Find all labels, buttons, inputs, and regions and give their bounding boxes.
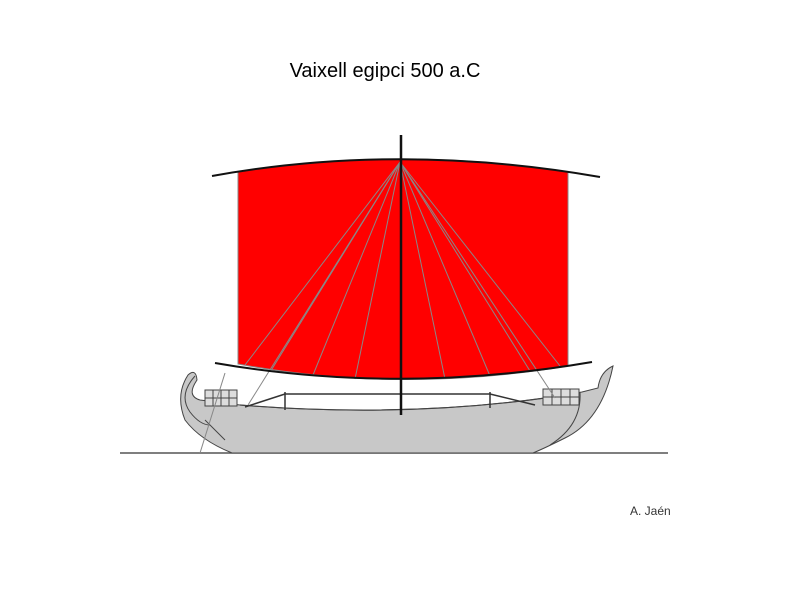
stern-inner-line [204,419,226,441]
stern-cabin [204,389,238,407]
author-credit: A. Jaén [630,504,671,518]
bow-cabin [542,388,580,406]
upper-yard [211,158,601,178]
railing [244,392,536,410]
diagram-title: Vaixell egipci 500 a.C [289,60,481,82]
bow-inner-line [549,391,581,446]
stern-curl [184,375,211,426]
deck-line [239,397,546,411]
sail [237,158,569,381]
rigging-lines [199,161,561,454]
